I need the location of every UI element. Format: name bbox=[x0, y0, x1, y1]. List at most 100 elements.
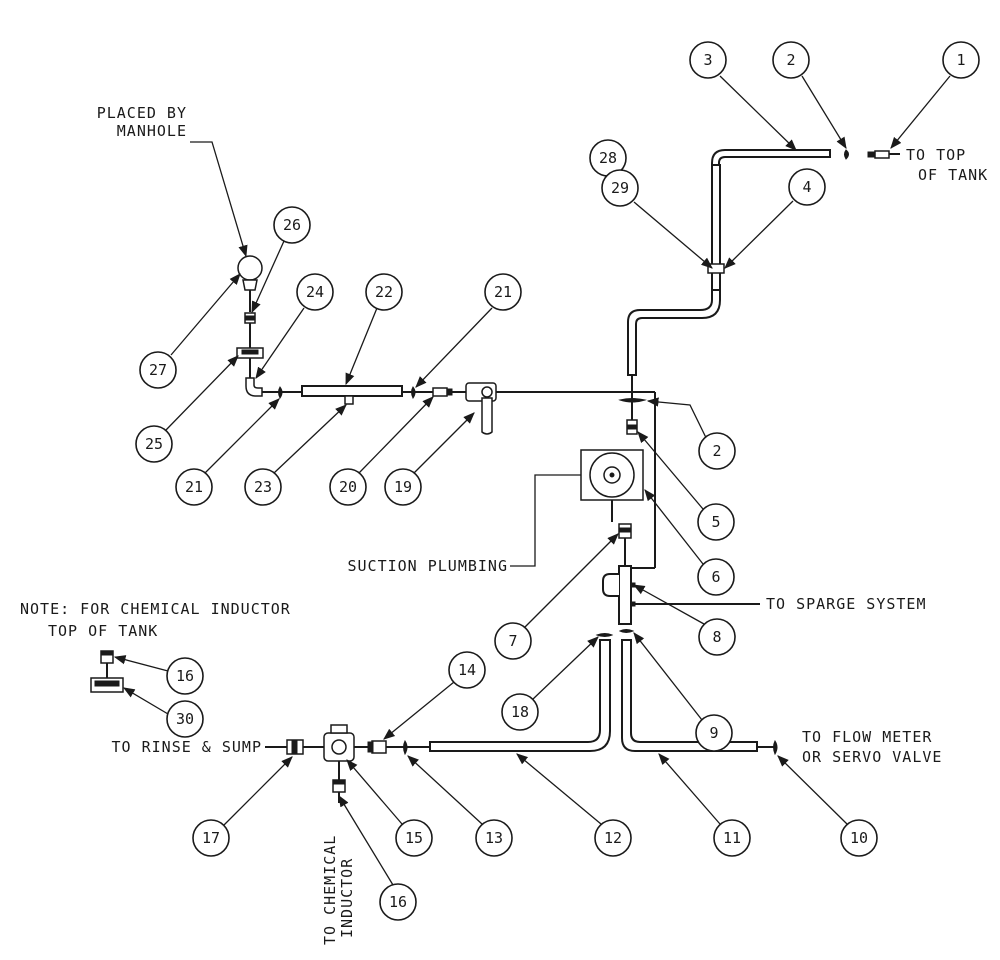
balloon-29: 29 bbox=[601, 169, 713, 269]
svg-text:15: 15 bbox=[405, 829, 423, 847]
balloon-15: 15 bbox=[346, 759, 433, 857]
balloon-28: 28 bbox=[589, 139, 627, 177]
elbow-fitting bbox=[245, 377, 263, 397]
balloon-27: 27 bbox=[139, 273, 241, 389]
callout-labels: PLACED BY MANHOLE TO TOP OF TANK SUCTION… bbox=[20, 104, 988, 945]
note-flange-30-band bbox=[94, 680, 120, 687]
svg-text:11: 11 bbox=[723, 829, 741, 847]
svg-text:10: 10 bbox=[850, 829, 868, 847]
balloon-13: 13 bbox=[407, 755, 513, 857]
balloon-8: 8 bbox=[632, 584, 736, 656]
fitting-14-nut bbox=[367, 741, 374, 753]
balloon-10: 10 bbox=[777, 755, 878, 857]
balloon-14: 14 bbox=[383, 651, 486, 740]
label-sparge: TO SPARGE SYSTEM bbox=[766, 595, 927, 613]
clamp-18 bbox=[595, 633, 614, 637]
note-fitting-16-cap bbox=[100, 650, 114, 656]
label-note-2: TOP OF TANK bbox=[48, 622, 158, 640]
fitting-inductor-cap bbox=[332, 779, 346, 785]
balloon-24: 24 bbox=[255, 273, 334, 379]
flange-fitting-band bbox=[241, 349, 259, 355]
barb-fitting-nut bbox=[446, 388, 453, 396]
ball-valve-handle bbox=[481, 397, 493, 435]
label-suction: SUCTION PLUMBING bbox=[348, 557, 509, 575]
label-to-top-1: TO TOP bbox=[906, 146, 966, 164]
clamp-middle bbox=[618, 398, 647, 403]
label-placed-by-2: MANHOLE bbox=[117, 122, 187, 140]
inductor-valve-cap bbox=[330, 724, 348, 734]
svg-text:21: 21 bbox=[185, 478, 203, 496]
svg-text:14: 14 bbox=[458, 661, 476, 679]
balloon-4: 4 bbox=[724, 168, 826, 269]
balloon-9: 9 bbox=[633, 632, 733, 752]
svg-text:8: 8 bbox=[712, 628, 721, 646]
inductor-valve-port bbox=[331, 739, 347, 755]
balloon-2-top: 2 bbox=[772, 41, 847, 149]
manhole-vent-base bbox=[242, 279, 258, 291]
union-fitting bbox=[707, 263, 725, 274]
fitting-pump-inlet-band bbox=[627, 424, 637, 430]
label-placed-by-1: PLACED BY bbox=[97, 104, 187, 122]
balloon-20: 20 bbox=[329, 396, 434, 506]
label-rinse: TO RINSE & SUMP bbox=[112, 738, 262, 756]
pipe-s-bend bbox=[627, 289, 721, 376]
leader-suction bbox=[510, 474, 581, 567]
pipe-upper-vertical bbox=[711, 164, 721, 296]
label-chem-1: TO CHEMICAL bbox=[321, 835, 339, 945]
svg-text:4: 4 bbox=[802, 178, 811, 196]
balloon-25: 25 bbox=[135, 355, 239, 463]
balloon-21-bottom: 21 bbox=[175, 398, 280, 506]
ball-valve-stem bbox=[481, 386, 493, 398]
balloon-11: 11 bbox=[658, 753, 751, 857]
fitting-top-tank bbox=[874, 150, 890, 159]
balloons: 1 2 3 28 29 4 26 24 22 21 27 25 21 23 20… bbox=[113, 41, 980, 921]
svg-text:24: 24 bbox=[306, 283, 324, 301]
vent-fitting-band bbox=[244, 315, 256, 321]
balloon-2-middle: 2 bbox=[646, 397, 736, 470]
svg-text:19: 19 bbox=[394, 478, 412, 496]
svg-text:28: 28 bbox=[599, 149, 617, 167]
fitting-rinse-band bbox=[291, 739, 298, 755]
svg-text:5: 5 bbox=[711, 513, 720, 531]
pump-shaft bbox=[609, 472, 615, 478]
svg-text:12: 12 bbox=[604, 829, 622, 847]
svg-text:21: 21 bbox=[494, 283, 512, 301]
label-to-top-2: OF TANK bbox=[918, 166, 988, 184]
svg-text:26: 26 bbox=[283, 216, 301, 234]
clamp-13 bbox=[403, 740, 408, 756]
pipe-top-horizontal bbox=[711, 149, 831, 169]
svg-text:13: 13 bbox=[485, 829, 503, 847]
balloon-23: 23 bbox=[244, 404, 347, 506]
balloon-7: 7 bbox=[494, 533, 619, 660]
clamp-right bbox=[411, 386, 416, 399]
balloon-22: 22 bbox=[345, 273, 403, 386]
balloon-19: 19 bbox=[384, 412, 475, 506]
svg-text:29: 29 bbox=[611, 179, 629, 197]
fitting-14 bbox=[371, 740, 387, 754]
label-flow-1: TO FLOW METER bbox=[802, 728, 932, 746]
label-note-1: NOTE: FOR CHEMICAL INDUCTOR bbox=[20, 600, 291, 618]
balloon-12: 12 bbox=[516, 753, 632, 857]
balloon-1: 1 bbox=[890, 41, 980, 149]
clamp-10 bbox=[773, 740, 778, 756]
balloon-17: 17 bbox=[192, 756, 293, 857]
svg-text:2: 2 bbox=[712, 442, 721, 460]
pipe-network bbox=[257, 149, 831, 752]
balloon-6: 6 bbox=[644, 489, 735, 596]
svg-text:6: 6 bbox=[711, 568, 720, 586]
balloon-30: 30 bbox=[122, 687, 204, 738]
svg-text:1: 1 bbox=[956, 51, 965, 69]
svg-text:7: 7 bbox=[508, 632, 517, 650]
leader-placed-by bbox=[190, 141, 248, 258]
svg-text:30: 30 bbox=[176, 710, 194, 728]
balloon-16-note: 16 bbox=[113, 655, 204, 695]
svg-text:2: 2 bbox=[786, 51, 795, 69]
clamp-left bbox=[278, 386, 283, 399]
svg-text:25: 25 bbox=[145, 435, 163, 453]
pipe-flow-line bbox=[621, 639, 758, 752]
fitting-top-tank-nut bbox=[867, 151, 876, 158]
label-flow-2: OR SERVO VALVE bbox=[802, 748, 942, 766]
svg-text:9: 9 bbox=[709, 724, 718, 742]
